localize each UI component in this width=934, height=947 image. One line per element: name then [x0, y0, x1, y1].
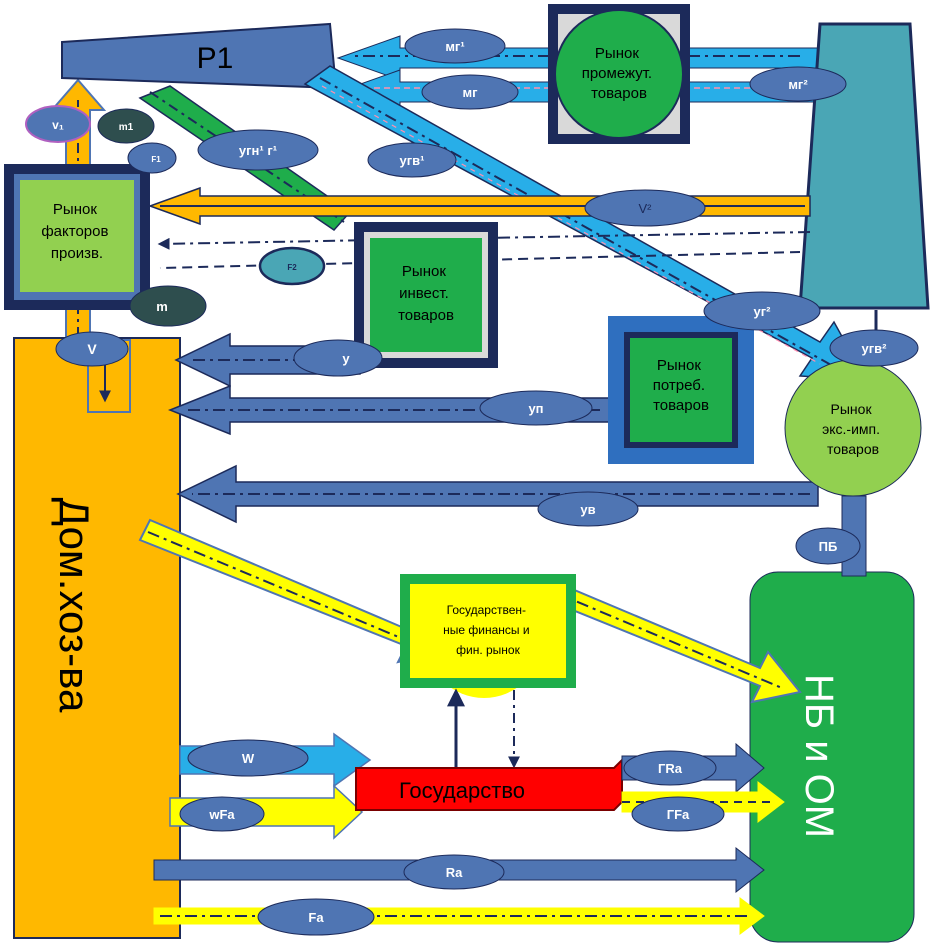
nb-om-label: НБ и ОМ [797, 674, 841, 838]
finance-to-nbom-flow [546, 582, 802, 704]
label-ug2: уг² [703, 291, 821, 331]
public-finance-label: Государствен- ные финансы и фин. рынок [443, 603, 533, 657]
svg-text:ПБ: ПБ [819, 539, 838, 554]
svg-text:угв¹: угв¹ [400, 153, 425, 168]
export-import-market-label: Рынок экс.-имп. товаров [822, 401, 884, 457]
svg-text:m1: m1 [119, 122, 134, 133]
public-finance-block: Государствен- ные финансы и фин. рынок [400, 574, 576, 698]
label-m1: m1 [97, 108, 155, 144]
intermediate-market: Рынок промежут. товаров [548, 4, 690, 144]
svg-text:уг²: уг² [754, 304, 772, 319]
svg-text:угв²: угв² [862, 341, 888, 356]
label-ugv2: угв² [829, 329, 919, 367]
svg-text:V²: V² [639, 201, 653, 216]
label-m: m [129, 285, 207, 327]
label-mg: мг [421, 74, 519, 110]
label-pb: ПБ [795, 527, 861, 565]
label-gfa: ГFa [631, 796, 725, 832]
label-ra: Ra [403, 854, 505, 890]
svg-text:угн¹ г¹: угн¹ г¹ [239, 143, 277, 158]
households-block: Дом.хоз-ва [13, 337, 181, 939]
p1-block: Р1 [61, 22, 338, 90]
investment-market-label: Рынок инвест. товаров [398, 263, 454, 324]
label-ugn1g1: угн¹ г¹ [197, 129, 319, 171]
svg-text:у: у [342, 351, 350, 366]
svg-text:Fa: Fa [308, 910, 324, 925]
p1-label: Р1 [197, 42, 234, 75]
label-f2: F2 [258, 246, 326, 286]
v2-flow-arrow [147, 186, 811, 226]
factor-market: Рынок факторов произв. [4, 164, 150, 310]
svg-text:v₁: v₁ [52, 118, 64, 132]
label-ugv1: угв¹ [367, 142, 457, 178]
label-uv: ув [537, 491, 639, 527]
label-w: W [187, 739, 309, 777]
svg-text:m: m [156, 299, 168, 314]
svg-text:мг²: мг² [788, 77, 808, 92]
svg-text:wFa: wFa [208, 807, 235, 822]
consumer-market: Рынок потреб. товаров [608, 316, 754, 464]
factor-market-label: Рынок факторов произв. [41, 201, 112, 262]
svg-text:ГRa: ГRa [658, 761, 683, 776]
households-label: Дом.хоз-ва [51, 498, 98, 713]
nb-om-block: НБ и ОМ [749, 571, 915, 943]
government-block: Государство [355, 757, 623, 811]
label-v: V [55, 331, 129, 367]
export-import-market: Рынок экс.-имп. товаров [784, 359, 922, 497]
label-v2: V² [584, 189, 706, 227]
svg-text:F1: F1 [151, 155, 161, 164]
svg-text:Ra: Ra [446, 865, 463, 880]
svg-text:V: V [87, 341, 97, 357]
svg-text:W: W [242, 751, 255, 766]
investment-market: Рынок инвест. товаров [354, 222, 498, 368]
label-mg1: мг¹ [404, 28, 506, 64]
svg-text:мг: мг [462, 85, 478, 100]
label-u: у [293, 339, 383, 377]
svg-text:F: F [120, 323, 126, 333]
uv-flow-arrow [176, 464, 819, 524]
fa-flow-arrow [153, 897, 765, 935]
household-to-finance-flow [138, 518, 444, 664]
svg-text:F2: F2 [287, 263, 297, 272]
svg-text:ГFa: ГFa [667, 807, 690, 822]
label-gra: ГRa [623, 750, 717, 786]
label-f1: F1 [127, 142, 177, 174]
label-fa: Fa [257, 898, 375, 936]
consumer-market-label: Рынок потреб. товаров [653, 357, 709, 414]
intermediate-market-label: Рынок промежут. товаров [582, 45, 657, 102]
svg-text:уп: уп [528, 401, 543, 416]
label-v1: v₁ [25, 105, 91, 143]
label-f: F [120, 323, 126, 333]
svg-text:ув: ув [580, 502, 595, 517]
svg-text:мг¹: мг¹ [445, 39, 464, 54]
government-label: Государство [399, 778, 525, 803]
label-mg2: мг² [749, 66, 847, 102]
label-wfa: wFa [179, 796, 265, 832]
label-up: уп [479, 390, 593, 426]
